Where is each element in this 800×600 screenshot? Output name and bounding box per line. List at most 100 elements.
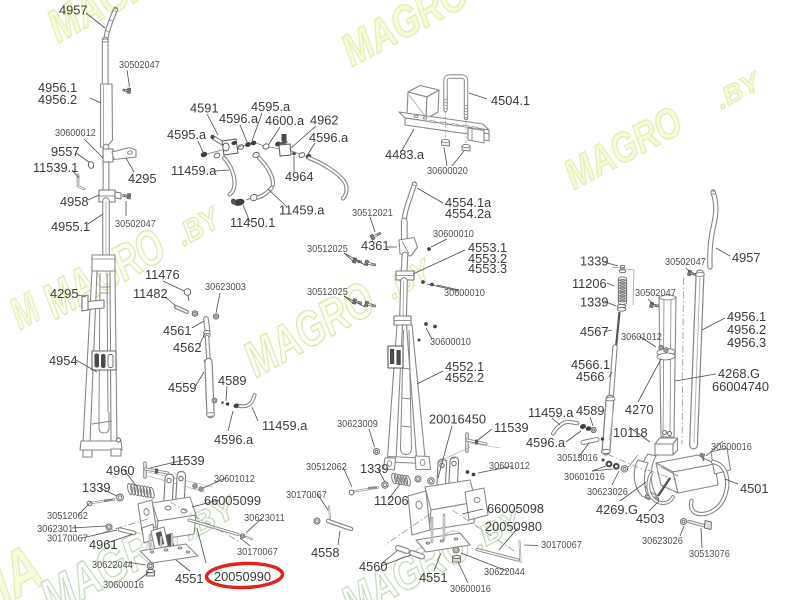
svg-text:1339: 1339 [360,461,388,476]
svg-text:4483.a: 4483.a [385,147,425,162]
svg-text:4559: 4559 [168,380,196,395]
svg-text:4270: 4270 [625,402,653,417]
svg-text:4955.1: 4955.1 [51,219,90,234]
svg-text:30512025: 30512025 [307,286,348,298]
svg-text:11459.a: 11459.a [262,418,308,433]
svg-text:4552.2: 4552.2 [445,370,484,385]
svg-text:4295: 4295 [50,286,78,301]
svg-text:30623011: 30623011 [37,523,78,535]
svg-text:4553.3: 4553.3 [468,261,507,276]
svg-text:30170067: 30170067 [286,489,327,501]
svg-text:4956.1: 4956.1 [727,309,766,324]
svg-text:30512062: 30512062 [47,510,88,522]
svg-text:4558: 4558 [311,545,339,560]
svg-text:1339: 1339 [580,254,608,269]
svg-text:66005099: 66005099 [204,493,261,508]
svg-text:4958: 4958 [60,194,88,209]
svg-text:30600010: 30600010 [430,336,471,348]
svg-text:4595.a: 4595.a [167,127,207,142]
svg-text:30170067: 30170067 [47,533,88,545]
svg-text:4551: 4551 [175,571,203,586]
svg-text:30601012: 30601012 [621,331,662,343]
svg-text:30502047: 30502047 [635,287,676,299]
svg-text:30601016: 30601016 [564,471,605,483]
svg-text:30170067: 30170067 [237,546,278,558]
svg-text:4595.a: 4595.a [251,99,291,114]
svg-text:20016450: 20016450 [429,412,486,427]
svg-text:11539: 11539 [170,453,205,468]
svg-text:4551: 4551 [419,570,447,585]
svg-text:1339: 1339 [580,295,608,310]
svg-text:4554.2a: 4554.2a [445,206,492,221]
svg-text:11206: 11206 [374,493,409,508]
svg-text:4964: 4964 [285,169,313,184]
svg-text:30623009: 30623009 [337,418,378,430]
svg-text:4961: 4961 [89,537,117,552]
svg-text:30600012: 30600012 [55,127,96,139]
svg-text:4956.1: 4956.1 [38,80,77,95]
svg-text:30623011: 30623011 [244,512,285,524]
svg-text:30170067: 30170067 [541,539,582,551]
svg-text:30623026: 30623026 [587,486,628,498]
svg-text:4554.1a: 4554.1a [445,195,492,210]
svg-text:66004740: 66004740 [712,379,769,394]
svg-text:30502047: 30502047 [119,59,160,71]
svg-text:4501: 4501 [740,481,768,496]
svg-text:4596.a: 4596.a [219,111,259,126]
svg-text:30623003: 30623003 [205,281,246,293]
svg-text:11450.1: 11450.1 [230,215,275,230]
svg-text:30513076: 30513076 [689,548,730,560]
svg-text:30600016: 30600016 [711,441,752,453]
svg-text:4600.a: 4600.a [265,113,305,128]
svg-text:11459.a: 11459.a [279,203,325,218]
svg-text:11539: 11539 [494,420,529,435]
svg-text:30600010: 30600010 [433,228,474,240]
svg-text:10118: 10118 [613,425,648,440]
svg-text:4956.2: 4956.2 [727,322,766,337]
svg-text:4957: 4957 [732,250,760,265]
svg-text:4269.G: 4269.G [596,502,638,517]
svg-text:4504.1: 4504.1 [491,93,530,108]
svg-text:4553.2: 4553.2 [468,251,507,266]
svg-text:4960: 4960 [106,463,134,478]
svg-text:11459.a: 11459.a [171,163,217,178]
svg-text:4361: 4361 [361,238,389,253]
svg-text:4596.a: 4596.a [526,435,566,450]
svg-text:30601012: 30601012 [489,460,530,472]
svg-text:30502047: 30502047 [115,218,156,230]
svg-text:4596.a: 4596.a [309,130,349,145]
svg-text:30601012: 30601012 [214,473,255,485]
svg-text:30600020: 30600020 [427,165,468,177]
svg-text:4962: 4962 [310,113,338,128]
svg-text:1339: 1339 [82,480,110,495]
svg-text:4295: 4295 [128,171,156,186]
svg-text:4566.1: 4566.1 [571,357,610,372]
svg-text:11476: 11476 [145,267,180,282]
svg-text:4567: 4567 [580,324,608,339]
svg-text:66005098: 66005098 [487,501,544,516]
svg-text:30623026: 30623026 [642,535,683,547]
svg-text:4591: 4591 [190,101,218,116]
svg-text:4566: 4566 [576,369,604,384]
svg-text:4562: 4562 [173,340,201,355]
svg-text:4596.a: 4596.a [214,432,254,447]
svg-text:30600016: 30600016 [103,579,144,591]
svg-text:30512021: 30512021 [352,207,393,219]
svg-text:30622044: 30622044 [484,566,525,578]
svg-text:4956.3: 4956.3 [727,335,766,350]
svg-text:4954: 4954 [49,353,77,368]
svg-text:4589: 4589 [576,403,604,418]
svg-text:4561: 4561 [163,323,191,338]
svg-text:30600016: 30600016 [450,583,491,595]
svg-text:4957: 4957 [59,3,87,18]
svg-text:20050980: 20050980 [485,519,542,534]
svg-text:4553.1: 4553.1 [468,240,507,255]
svg-text:30512025: 30512025 [307,243,348,255]
svg-text:30600010: 30600010 [444,287,485,299]
svg-text:4503: 4503 [636,511,664,526]
svg-text:30513016: 30513016 [557,452,598,464]
svg-text:4560: 4560 [359,559,387,574]
svg-text:11459.a: 11459.a [528,405,574,420]
svg-text:4589: 4589 [218,373,246,388]
svg-text:30502047: 30502047 [665,256,706,268]
